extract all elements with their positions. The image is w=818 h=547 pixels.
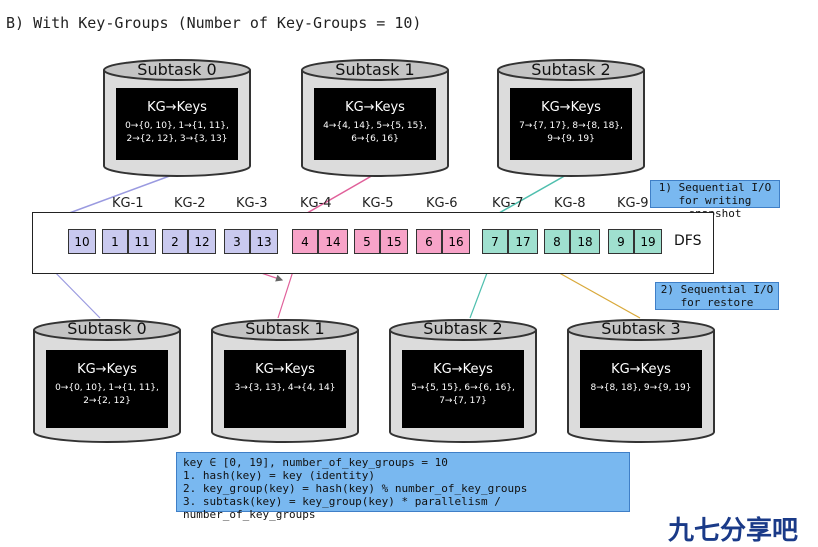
dfs-cell: 16 <box>442 229 470 254</box>
kg-keys-screen: KG→Keys 7→{7, 17}, 8→{8, 18}, 9→{9, 19} <box>510 88 632 160</box>
dfs-cell: 18 <box>570 229 600 254</box>
dfs-cell: 12 <box>188 229 216 254</box>
dfs-cell: 13 <box>250 229 278 254</box>
formula-box: key ∈ [0, 19], number_of_key_groups = 10… <box>176 452 630 521</box>
subtask-label: Subtask 1 <box>245 319 325 338</box>
key-mapping: 4→{4, 14}, 5→{5, 15}, <box>323 121 427 131</box>
note-line: 1) Sequential I/O <box>658 181 772 194</box>
kg-label: KG-9 <box>617 196 649 211</box>
key-mapping: 0→{0, 10}, 1→{1, 11}, <box>125 121 229 131</box>
top-subtask-0: Subtask 0 KG→Keys 0→{0, 10}, 1→{1, 11}, … <box>102 58 252 178</box>
bottom-subtask-1: Subtask 1 KG→Keys 3→{3, 13}, 4→{4, 14} <box>210 318 360 444</box>
note-line: 2) Sequential I/O <box>660 283 774 296</box>
kg-label: KG-8 <box>554 196 586 211</box>
dfs-cell: 7 <box>482 229 508 254</box>
key-mapping: 7→{7, 17} <box>439 396 487 406</box>
subtask-label: Subtask 0 <box>137 60 217 79</box>
key-mapping: 8→{8, 18}, 9→{9, 19} <box>590 383 692 393</box>
bottom-subtask-3: Subtask 3 KG→Keys 8→{8, 18}, 9→{9, 19} <box>566 318 716 444</box>
diagram-title: B) With Key-Groups (Number of Key-Groups… <box>6 14 422 32</box>
subtask-label: Subtask 2 <box>531 60 611 79</box>
top-subtask-1: Subtask 1 KG→Keys 4→{4, 14}, 5→{5, 15}, … <box>300 58 450 178</box>
screen-title: KG→Keys <box>255 362 315 377</box>
kg-label: KG-1 <box>112 196 144 211</box>
kg-label: KG-2 <box>174 196 206 211</box>
dfs-cell: 2 <box>162 229 188 254</box>
kg-label: KG-5 <box>362 196 394 211</box>
dfs-cell: 15 <box>380 229 408 254</box>
dfs-label: DFS <box>674 233 702 249</box>
dfs-cell: 3 <box>224 229 250 254</box>
bottom-subtask-0: Subtask 0 KG→Keys 0→{0, 10}, 1→{1, 11}, … <box>32 318 182 444</box>
kg-label: KG-4 <box>300 196 332 211</box>
dfs-cell: 8 <box>544 229 570 254</box>
kg-label: KG-7 <box>492 196 524 211</box>
formula-line: 3. subtask(key) = key_group(key) * paral… <box>183 495 501 521</box>
note-sequential-restore: 2) Sequential I/O for restore <box>655 282 779 310</box>
dfs-cell: 17 <box>508 229 538 254</box>
key-mapping: 7→{7, 17}, 8→{8, 18}, <box>519 121 623 131</box>
formula-line: 1. hash(key) = key (identity) <box>183 469 376 482</box>
formula-line: key ∈ [0, 19], number_of_key_groups = 10 <box>183 456 448 469</box>
dfs-cell: 4 <box>292 229 318 254</box>
screen-title: KG→Keys <box>611 362 671 377</box>
watermark-logo: 九七分享吧 <box>668 516 799 546</box>
top-subtask-2: Subtask 2 KG→Keys 7→{7, 17}, 8→{8, 18}, … <box>496 58 646 178</box>
kg-keys-screen: KG→Keys 5→{5, 15}, 6→{6, 16}, 7→{7, 17} <box>402 350 524 428</box>
screen-title: KG→Keys <box>77 362 137 377</box>
kg-keys-screen: KG→Keys 8→{8, 18}, 9→{9, 19} <box>580 350 702 428</box>
key-mapping: 2→{2, 12}, 3→{3, 13} <box>126 134 228 144</box>
formula-line: 2. key_group(key) = hash(key) % number_o… <box>183 482 528 495</box>
dfs-cell: 9 <box>608 229 634 254</box>
dfs-cell: 6 <box>416 229 442 254</box>
screen-title: KG→Keys <box>345 100 405 115</box>
dfs-cell: 11 <box>128 229 156 254</box>
kg-keys-screen: KG→Keys 0→{0, 10}, 1→{1, 11}, 2→{2, 12},… <box>116 88 238 160</box>
bottom-subtask-2: Subtask 2 KG→Keys 5→{5, 15}, 6→{6, 16}, … <box>388 318 538 444</box>
subtask-label: Subtask 3 <box>601 319 681 338</box>
key-mapping: 3→{3, 13}, 4→{4, 14} <box>234 383 336 393</box>
subtask-label: Subtask 1 <box>335 60 415 79</box>
kg-label: KG-3 <box>236 196 268 211</box>
key-mapping: 2→{2, 12} <box>83 396 131 406</box>
note-sequential-write: 1) Sequential I/O for writing snapshot <box>650 180 780 220</box>
dfs-cell: 10 <box>68 229 96 254</box>
key-mapping: 5→{5, 15}, 6→{6, 16}, <box>411 383 515 393</box>
screen-title: KG→Keys <box>147 100 207 115</box>
subtask-label: Subtask 2 <box>423 319 503 338</box>
kg-keys-screen: KG→Keys 0→{0, 10}, 1→{1, 11}, 2→{2, 12} <box>46 350 168 428</box>
note-line: for restore <box>680 296 754 309</box>
key-mapping: 6→{6, 16} <box>351 134 399 144</box>
kg-keys-screen: KG→Keys 3→{3, 13}, 4→{4, 14} <box>224 350 346 428</box>
screen-title: KG→Keys <box>433 362 493 377</box>
dfs-cell: 1 <box>102 229 128 254</box>
key-mapping: 0→{0, 10}, 1→{1, 11}, <box>55 383 159 393</box>
kg-label: KG-6 <box>426 196 458 211</box>
dfs-cell: 5 <box>354 229 380 254</box>
screen-title: KG→Keys <box>541 100 601 115</box>
dfs-cell: 19 <box>634 229 662 254</box>
dfs-cell: 14 <box>318 229 348 254</box>
kg-keys-screen: KG→Keys 4→{4, 14}, 5→{5, 15}, 6→{6, 16} <box>314 88 436 160</box>
key-mapping: 9→{9, 19} <box>547 134 595 144</box>
subtask-label: Subtask 0 <box>67 319 147 338</box>
